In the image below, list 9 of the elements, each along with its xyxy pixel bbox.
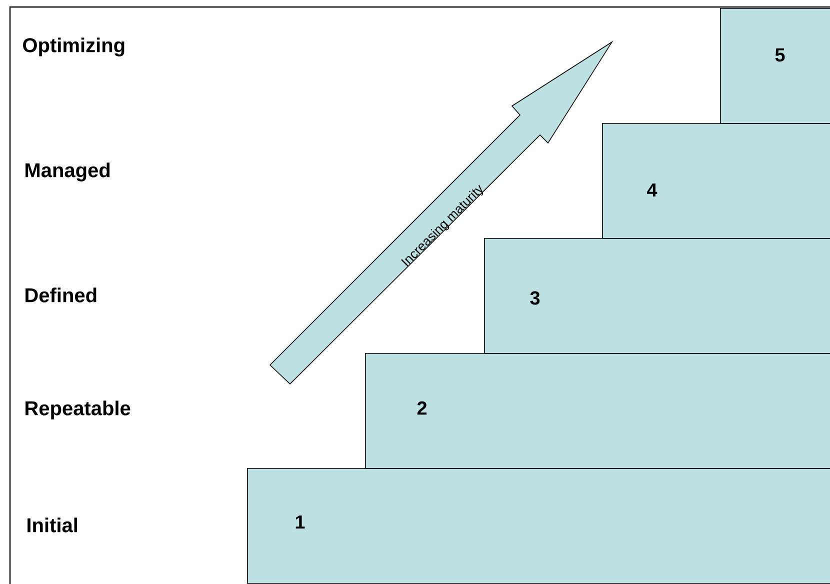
level-label: Defined: [26, 288, 96, 302]
level-label: Initial: [28, 518, 78, 532]
step-box: 5: [720, 8, 830, 124]
level-label: Repeatable: [26, 400, 130, 420]
step-box: 1: [247, 468, 830, 584]
level-label: Managed: [26, 162, 110, 182]
step-box: 2: [365, 353, 830, 469]
level-label: Optimizing: [23, 38, 124, 56]
step-box: 3: [484, 238, 830, 354]
